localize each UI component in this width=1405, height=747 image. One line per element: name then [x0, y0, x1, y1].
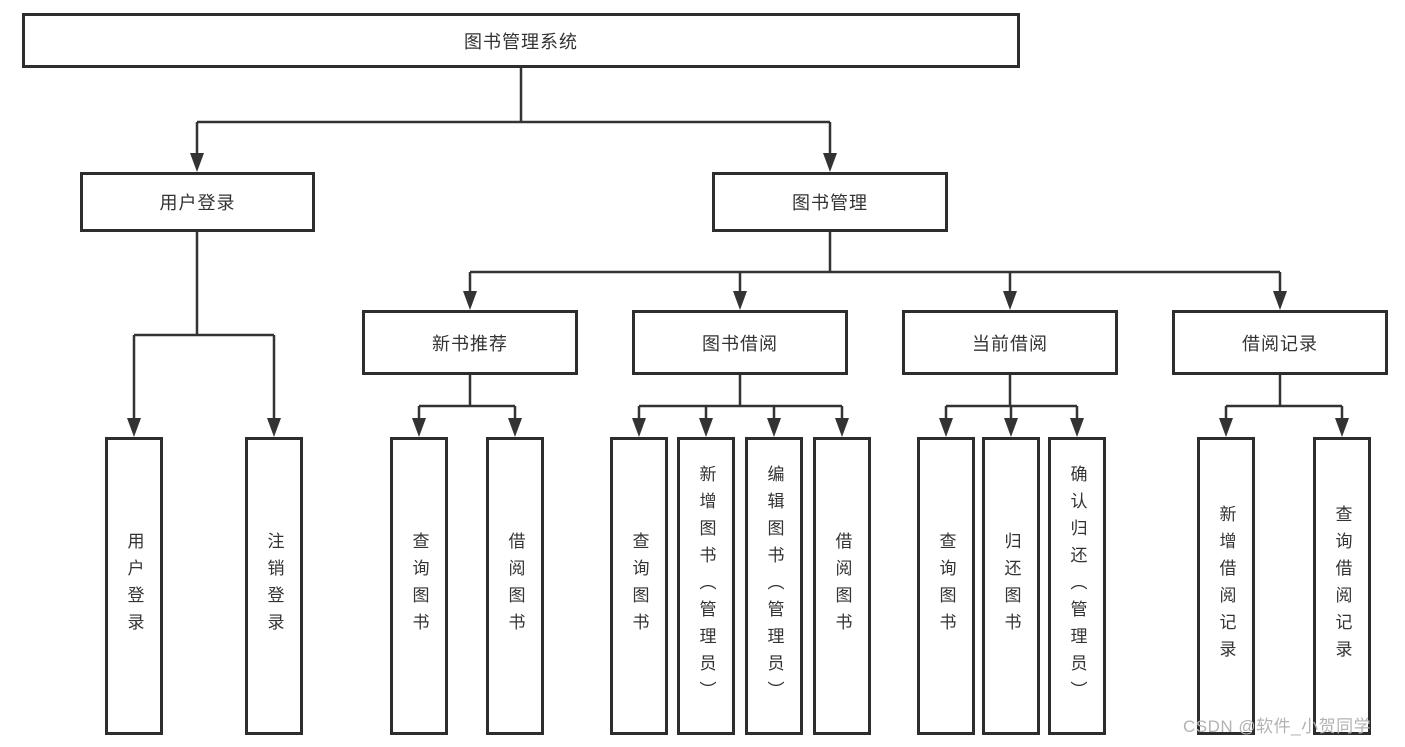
leaf-user-login: 用户登录	[105, 437, 163, 735]
leaf-logout: 注销登录	[245, 437, 303, 735]
node-user-login-label: 用户登录	[159, 193, 236, 213]
leaf-return-books: 归还图书	[982, 437, 1040, 735]
leaf-current-query-books-label: 查询图书	[936, 532, 956, 640]
leaf-recommend-borrow-books: 借阅图书	[486, 437, 544, 735]
node-borrow-records-label: 借阅记录	[1242, 333, 1318, 354]
node-root: 图书管理系统	[22, 13, 1020, 68]
leaf-add-borrow-record-label: 新增借阅记录	[1216, 505, 1236, 667]
leaf-borrow-books-label: 借阅图书	[832, 532, 852, 640]
leaf-borrow-query-books-label: 查询图书	[629, 532, 649, 640]
leaf-logout-label: 注销登录	[264, 532, 284, 640]
arrowhead-icons	[127, 153, 1349, 437]
node-book-borrow: 图书借阅	[632, 310, 848, 375]
node-book-borrow-label: 图书借阅	[702, 333, 778, 354]
leaf-user-login-label: 用户登录	[124, 532, 144, 640]
node-borrow-records: 借阅记录	[1172, 310, 1388, 375]
leaf-borrow-query-books: 查询图书	[610, 437, 668, 735]
leaf-query-borrow-record: 查询借阅记录	[1313, 437, 1371, 735]
leaf-recommend-borrow-books-label: 借阅图书	[505, 532, 525, 640]
leaf-edit-books-admin-label: 编辑图书（管理员）	[764, 464, 784, 708]
leaf-recommend-query-books: 查询图书	[390, 437, 448, 735]
node-book-management-label: 图书管理	[792, 193, 868, 213]
leaf-confirm-return-admin-label: 确认归还（管理员）	[1067, 464, 1087, 708]
leaf-return-books-label: 归还图书	[1001, 532, 1021, 640]
node-new-book-recommend-label: 新书推荐	[432, 333, 508, 354]
leaf-confirm-return-admin: 确认归还（管理员）	[1048, 437, 1106, 735]
node-user-login: 用户登录	[80, 172, 315, 232]
connector-paths	[132, 68, 1344, 421]
leaf-current-query-books: 查询图书	[917, 437, 975, 735]
node-current-borrow-label: 当前借阅	[972, 333, 1048, 354]
leaf-add-borrow-record: 新增借阅记录	[1197, 437, 1255, 735]
leaf-edit-books-admin: 编辑图书（管理员）	[745, 437, 803, 735]
leaf-query-borrow-record-label: 查询借阅记录	[1332, 505, 1352, 667]
watermark: CSDN @软件_小贺同学	[1183, 717, 1372, 736]
leaf-recommend-query-books-label: 查询图书	[409, 532, 429, 640]
node-new-book-recommend: 新书推荐	[362, 310, 578, 375]
leaf-add-books-admin: 新增图书（管理员）	[677, 437, 735, 735]
leaf-borrow-books: 借阅图书	[813, 437, 871, 735]
node-book-management: 图书管理	[712, 172, 948, 232]
node-root-label: 图书管理系统	[464, 31, 578, 52]
node-current-borrow: 当前借阅	[902, 310, 1118, 375]
leaf-add-books-admin-label: 新增图书（管理员）	[696, 464, 716, 708]
